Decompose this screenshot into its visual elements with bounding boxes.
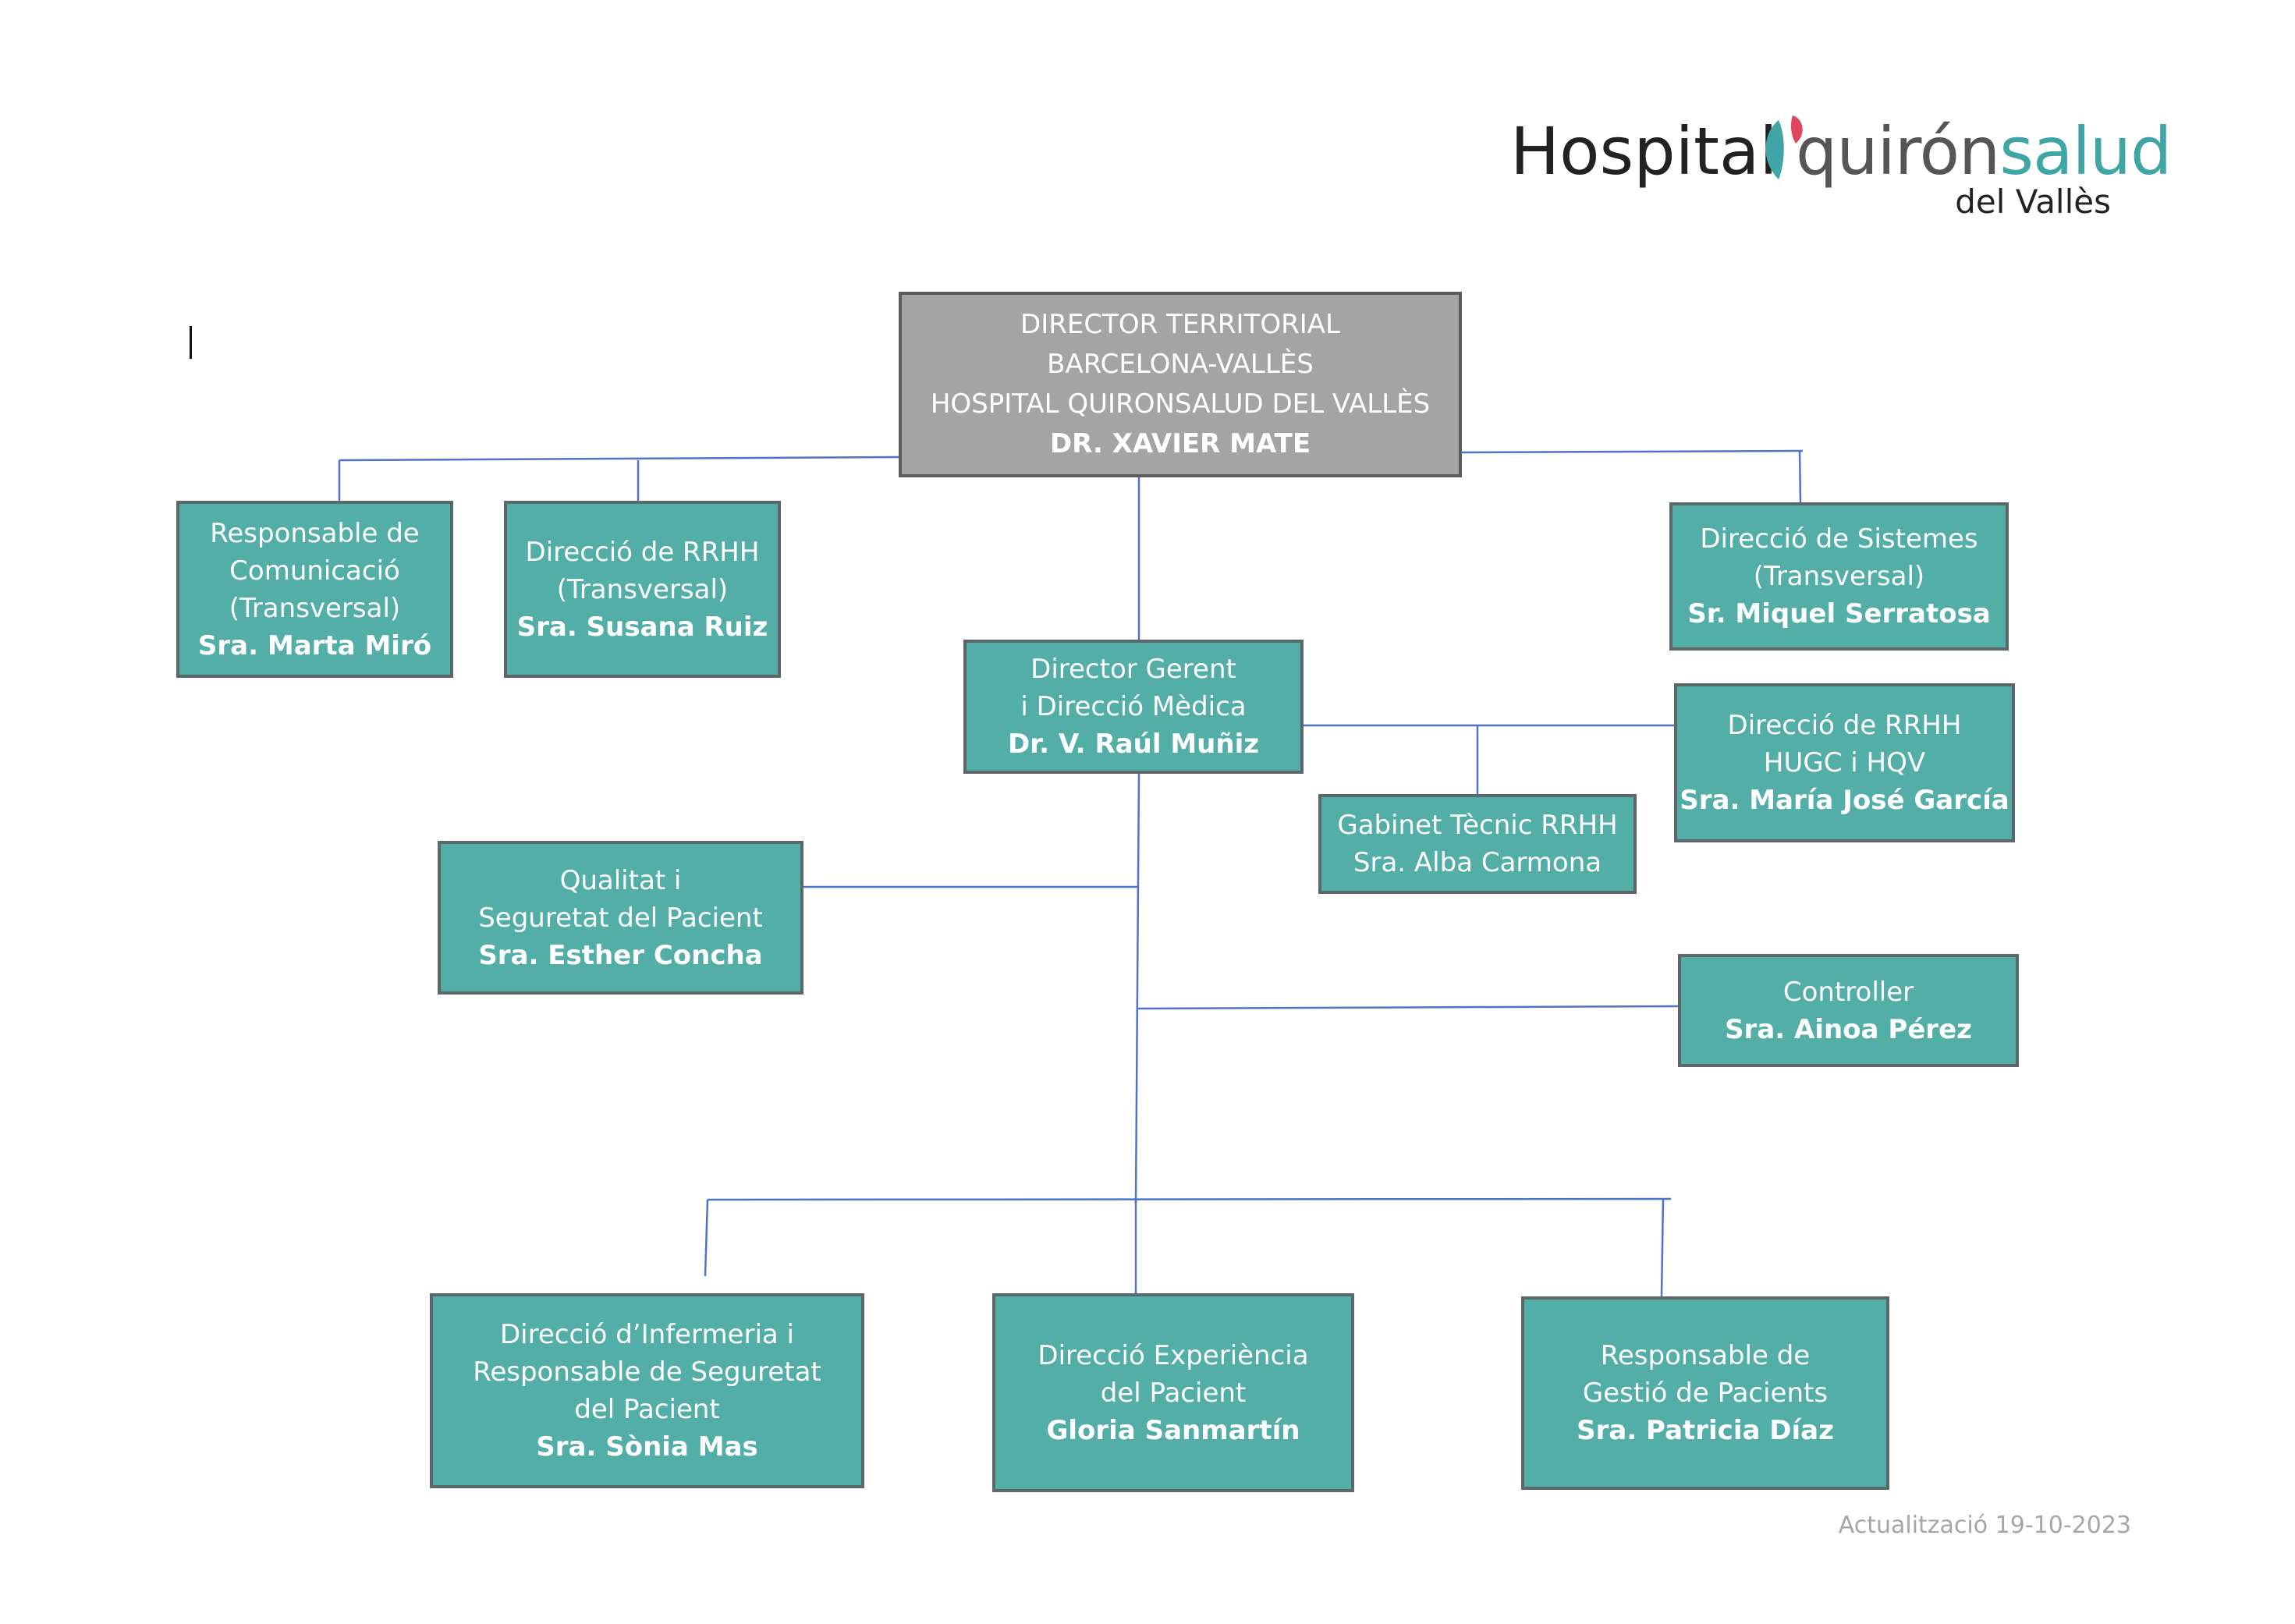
connector-line	[1137, 1005, 1679, 1010]
box-gabinet-tecnic-rrhh: Gabinet Tècnic RRHH Sra. Alba Carmona	[1318, 794, 1637, 894]
box-line: Direcció de Sistemes	[1700, 523, 1978, 555]
update-date-note: Actualització 19-10-2023	[1838, 1512, 2131, 1539]
box-line: del Pacient	[574, 1394, 720, 1425]
connector-line	[1134, 773, 1140, 1204]
connector-line	[1660, 1198, 1665, 1297]
logo-brand-text: quirónsalud	[1796, 112, 2172, 190]
box-direccio-infermeria: Direcció d’Infermeria i Responsable de Se…	[430, 1293, 864, 1488]
box-line: (Transversal)	[1753, 561, 1925, 592]
box-line: HOSPITAL QUIRONSALUD DEL VALLÈS	[930, 388, 1431, 420]
box-line: i Direcció Mèdica	[1020, 691, 1247, 722]
connector-line	[707, 1197, 1672, 1201]
box-line: Responsable de	[210, 517, 420, 549]
box-person-name: DR. XAVIER MATE	[1049, 428, 1311, 459]
box-line: Qualitat i	[559, 864, 682, 896]
box-line: Direcció de RRHH	[1727, 710, 1962, 741]
box-person-name: Sra. Marta Miró	[197, 629, 432, 661]
box-line: (Transversal)	[556, 573, 729, 605]
logo-subtitle: del Vallès	[1955, 183, 2111, 221]
text-cursor-mark	[190, 326, 192, 359]
box-direccio-sistemes: Direcció de Sistemes (Transversal) Sr. Miq…	[1669, 502, 2009, 651]
box-line: DIRECTOR TERRITORIAL	[1020, 309, 1340, 340]
box-line: Direcció Experiència	[1038, 1339, 1309, 1371]
box-person-name: Sra. Sònia Mas	[536, 1431, 758, 1463]
logo-leaf-shape	[1765, 120, 1784, 179]
box-direccio-rrhh-hugc: Direcció de RRHH HUGC i HQV Sra. María Jos…	[1674, 683, 2015, 842]
box-person-name: Sra. Susana Ruiz	[516, 611, 768, 643]
box-line: HUGC i HQV	[1763, 747, 1926, 778]
connector-line	[1461, 449, 1804, 454]
connector-line	[339, 456, 899, 462]
box-direccio-rrhh-transversal: Direcció de RRHH (Transversal) Sra. Susana…	[504, 501, 781, 678]
box-line: del Pacient	[1100, 1377, 1247, 1409]
logo-hospital-text: Hospital	[1510, 113, 1778, 190]
box-director-territorial: DIRECTOR TERRITORIAL BARCELONA-VALLÈS HOSP…	[899, 292, 1462, 477]
box-line: Gestió de Pacients	[1582, 1378, 1829, 1409]
box-line: Responsable de	[1600, 1340, 1811, 1371]
box-line: Sra. Alba Carmona	[1353, 847, 1602, 878]
connector-line	[704, 1199, 709, 1277]
box-line: Gabinet Tècnic RRHH	[1337, 810, 1618, 841]
box-person-name: Sra. Patricia Díaz	[1577, 1415, 1834, 1446]
box-line: Director Gerent	[1030, 654, 1236, 685]
box-person-name: Sra. Ainoa Pérez	[1725, 1013, 1972, 1045]
box-line: Responsable de Seguretat	[473, 1356, 821, 1388]
hospital-logo: Hospital quirónsalud del Vallès	[1498, 109, 2172, 226]
box-line: Controller	[1782, 976, 1914, 1008]
box-person-name: Sra. Esther Concha	[478, 939, 763, 971]
box-person-name: Sr. Miquel Serratosa	[1687, 598, 1991, 629]
box-line: Seguretat del Pacient	[478, 902, 763, 934]
box-responsable-comunicacio: Responsable de Comunicació (Transversal) Sr…	[176, 501, 453, 678]
box-line: Direcció d’Infermeria i	[499, 1319, 794, 1350]
logo-brand-salud: salud	[1999, 113, 2172, 190]
leaf-drop-logo-icon	[1765, 115, 1803, 179]
logo-drop-shape	[1790, 115, 1803, 144]
box-line: Comunicació	[229, 555, 400, 587]
logo-brand-quiron: quirón	[1796, 113, 2000, 190]
box-line: BARCELONA-VALLÈS	[1047, 349, 1314, 380]
box-line: Direcció de RRHH	[525, 536, 760, 568]
box-person-name: Dr. V. Raúl Muñiz	[1007, 729, 1260, 760]
box-person-name: Sra. María José García	[1680, 785, 2009, 816]
box-person-name: Gloria Sanmartín	[1046, 1414, 1300, 1446]
box-line: (Transversal)	[229, 592, 401, 624]
